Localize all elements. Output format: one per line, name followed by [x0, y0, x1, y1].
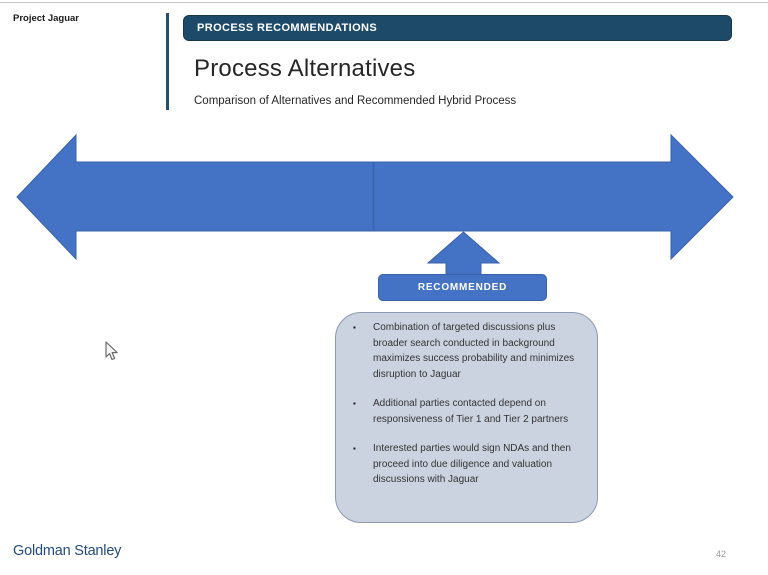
section-banner: PROCESS RECOMMENDATIONS: [183, 15, 732, 41]
header-vertical-rule: [166, 13, 169, 110]
footer-brand-logo: Goldman Stanley: [13, 543, 122, 559]
mouse-pointer-icon: [105, 341, 118, 361]
bullet-square-icon: ▪: [353, 399, 356, 408]
list-item: ▪ Additional parties contacted depend on…: [336, 396, 586, 427]
bullet-square-icon: ▪: [353, 323, 356, 332]
slide-subtitle: Comparison of Alternatives and Recommend…: [194, 95, 517, 107]
recommendation-callout-box: ▪ Combination of targeted discussions pl…: [335, 312, 598, 523]
slide-top-edge: [0, 2, 768, 3]
section-banner-label: PROCESS RECOMMENDATIONS: [197, 22, 378, 34]
bullet-text: Interested parties would sign NDAs and t…: [373, 443, 571, 485]
page-number: 42: [716, 549, 727, 559]
recommended-badge-label: RECOMMENDED: [417, 282, 508, 293]
list-item: ▪ Combination of targeted discussions pl…: [336, 320, 586, 382]
recommended-badge: RECOMMENDED: [378, 274, 547, 301]
bullet-square-icon: ▪: [353, 444, 356, 453]
recommendation-bullet-list: ▪ Combination of targeted discussions pl…: [336, 320, 597, 488]
double-headed-arrow: [16, 133, 734, 261]
up-arrow: [426, 231, 501, 279]
bullet-text: Additional parties contacted depend on r…: [373, 398, 569, 425]
slide-title: Process Alternatives: [194, 55, 416, 82]
project-label: Project Jaguar: [13, 13, 79, 24]
list-item: ▪ Interested parties would sign NDAs and…: [336, 441, 586, 488]
bullet-text: Combination of targeted discussions plus…: [373, 322, 575, 380]
